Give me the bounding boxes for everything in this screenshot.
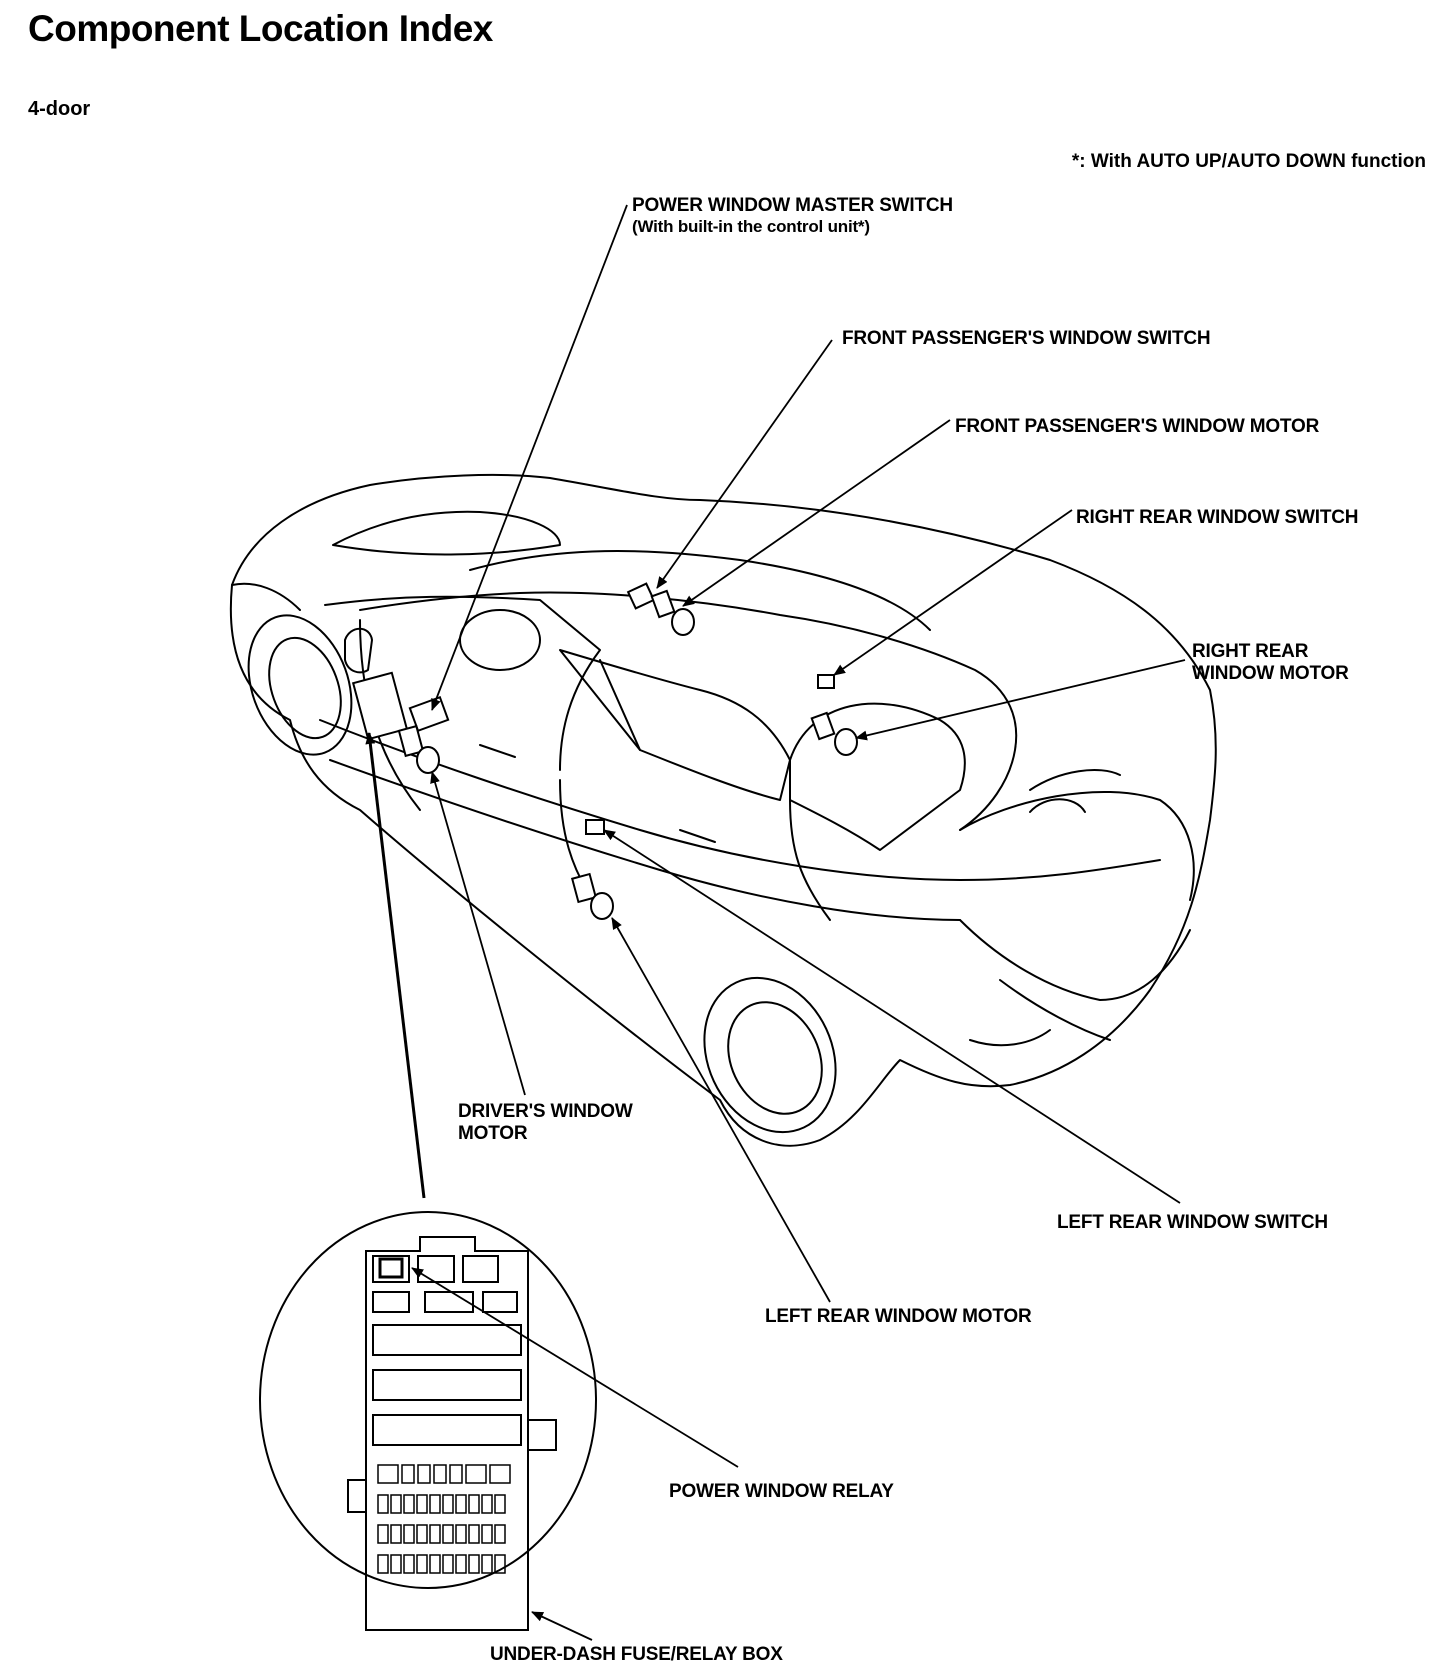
footnote: *: With AUTO UP/AUTO DOWN function	[1071, 151, 1426, 172]
fuse-box-inset	[259, 1211, 597, 1631]
leader-left-rear-motor	[611, 917, 831, 1303]
leader-under-dash-box-to-car	[365, 732, 426, 1199]
label-front-passenger-window-motor: FRONT PASSENGER'S WINDOW MOTOR	[955, 416, 1320, 437]
car-body-outline	[229, 473, 1217, 1147]
leader-master-switch	[431, 204, 628, 711]
drivers-motor-symbol	[416, 746, 440, 774]
label-left-rear-window-switch: LEFT REAR WINDOW SWITCH	[1057, 1212, 1328, 1233]
label-right-rear-motor-line2: WINDOW MOTOR	[1192, 663, 1349, 684]
label-front-passenger-window-switch: FRONT PASSENGER'S WINDOW SWITCH	[842, 328, 1211, 349]
page-title: Component Location Index	[28, 8, 493, 49]
label-master-switch-note: (With built-in the control unit*)	[632, 217, 870, 236]
label-right-rear-window-switch: RIGHT REAR WINDOW SWITCH	[1076, 507, 1359, 528]
left-rear-switch-symbol	[585, 819, 605, 835]
right-rear-motor-body	[810, 711, 836, 741]
label-power-window-relay: POWER WINDOW RELAY	[669, 1481, 894, 1502]
leader-right-rear-motor	[855, 659, 1186, 741]
label-right-rear-window-motor: RIGHT REAR WINDOW MOTOR	[1192, 641, 1349, 685]
right-rear-motor-symbol	[834, 728, 858, 756]
label-drivers-window-motor: DRIVER'S WINDOW MOTOR	[458, 1101, 633, 1145]
front-passenger-motor-body	[650, 589, 676, 619]
under-dash-box-symbol	[351, 671, 409, 741]
label-under-dash-fuse-relay-box: UNDER-DASH FUSE/RELAY BOX	[490, 1644, 783, 1665]
label-right-rear-motor-line1: RIGHT REAR	[1192, 641, 1309, 662]
leader-power-window-relay	[411, 1267, 739, 1468]
fuse-rows	[377, 1464, 511, 1574]
label-power-window-master-switch: POWER WINDOW MASTER SWITCH (With built-i…	[632, 195, 953, 237]
variant-subtitle: 4-door	[28, 98, 91, 120]
inset-circle	[259, 1211, 597, 1589]
label-drivers-motor-line1: DRIVER'S WINDOW	[458, 1101, 633, 1122]
leader-front-passenger-motor	[682, 419, 951, 607]
leader-under-dash-box	[531, 1611, 593, 1641]
left-rear-motor-symbol	[590, 892, 614, 920]
right-rear-switch-symbol	[817, 674, 835, 689]
front-passenger-switch-symbol	[626, 582, 656, 610]
drivers-motor-body	[397, 724, 425, 758]
left-rear-motor-body	[570, 872, 598, 904]
component-symbols	[351, 582, 858, 920]
leader-drivers-motor	[430, 771, 526, 1096]
label-master-switch-text: POWER WINDOW MASTER SWITCH	[632, 195, 953, 216]
leader-right-rear-switch	[833, 509, 1073, 676]
power-window-relay-slot	[378, 1257, 404, 1279]
front-passenger-motor-symbol	[671, 608, 695, 636]
leader-lines	[365, 204, 1186, 1641]
leader-front-passenger-switch	[656, 339, 833, 589]
leader-left-rear-switch	[603, 829, 1181, 1204]
label-drivers-motor-line2: MOTOR	[458, 1123, 528, 1144]
label-left-rear-window-motor: LEFT REAR WINDOW MOTOR	[765, 1306, 1032, 1327]
